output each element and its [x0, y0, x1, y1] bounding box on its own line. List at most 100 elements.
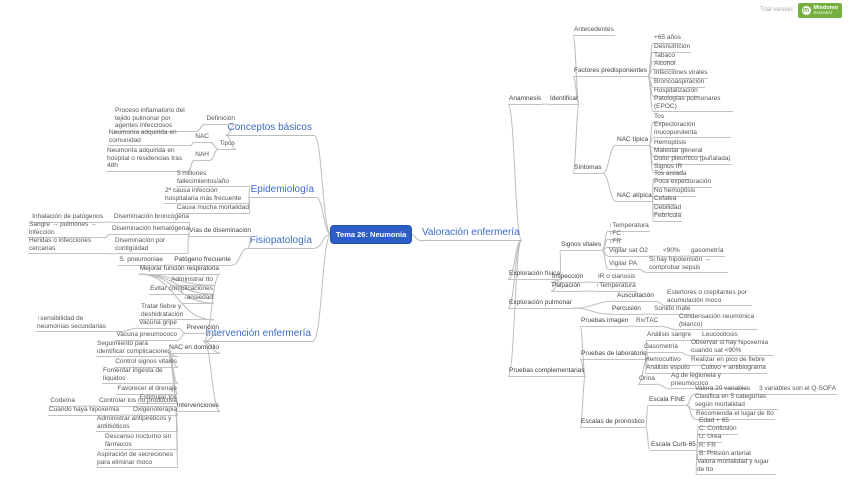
topic-sensibilidad[interactable]: ↑sensibilidad de neumonías secundarias: [36, 315, 118, 333]
topic-fp-1[interactable]: +65 años: [653, 34, 682, 44]
topic-na-5[interactable]: Debilidad: [653, 204, 683, 214]
topic-pruebas[interactable]: Pruebas complementarias: [508, 367, 586, 377]
topic-vacuna-gripe[interactable]: Vacuna gripe: [138, 319, 178, 329]
topic-sv-4b[interactable]: gasometría: [690, 247, 725, 257]
topic-na-1[interactable]: Tos aislada: [653, 170, 688, 180]
topic-dom-3[interactable]: Fomentar ingesta de líquidos: [102, 367, 178, 385]
topic-heridas[interactable]: Heridas o infecciones cercanas: [28, 237, 108, 255]
topic-epi-3[interactable]: Causa mucha mortalidad: [175, 204, 250, 214]
topic-escalas[interactable]: Escalas de pronóstico: [580, 418, 646, 428]
topic-inhalacion[interactable]: Inhalación de patógenos: [31, 213, 104, 223]
topic-fp-3[interactable]: Tabaco: [653, 52, 676, 62]
topic-hipoxemia[interactable]: Cuando haya hipoxemia: [47, 406, 120, 416]
topic-pr-lab[interactable]: Pruebas de laboratorio: [580, 350, 648, 360]
topic-expl-pulmonar[interactable]: Exploración pulmonar: [508, 299, 573, 309]
topic-dis-contig[interactable]: Diseminación por contigüidad: [114, 237, 188, 255]
topic-sv-4[interactable]: Vigilar sat O2: [608, 247, 649, 257]
topic-auscultacion[interactable]: Auscultación: [616, 292, 655, 302]
topic-inspeccion[interactable]: Inspección: [551, 273, 585, 283]
topic-int-3[interactable]: Administrar antipiréticos y antibióticos: [96, 415, 178, 433]
central-topic[interactable]: Tema 26: Neumonía: [331, 226, 412, 243]
topic-epi-2[interactable]: 2ª causa infección hospitalaria más frec…: [164, 187, 250, 205]
topic-fisiopatologia[interactable]: Fisiopatología: [247, 235, 314, 249]
topic-palp-1[interactable]: ↑Temperatura: [595, 282, 637, 292]
topic-sv-5[interactable]: Vigilar PA: [608, 260, 638, 270]
topic-int-2[interactable]: Oxigenoterapia: [131, 406, 178, 416]
topic-nt-6[interactable]: Signos IR: [653, 163, 684, 173]
topic-fp-8[interactable]: Patologías pulmonares (EPOC): [653, 95, 733, 113]
topic-curb-5[interactable]: B: Presión arterial: [698, 450, 752, 460]
topic-fp-4[interactable]: Alcohol: [653, 60, 677, 70]
topic-nac-desc[interactable]: Neumonía adquirida en comunidad: [108, 129, 190, 147]
topic-na-6[interactable]: Febrícula: [653, 212, 683, 222]
mindomo-badge[interactable]: m Mindomo Essential: [797, 3, 842, 18]
topic-dom-1[interactable]: Seguimiento para identificar complicacio…: [96, 340, 178, 358]
topic-ausc-1[interactable]: Estertores o crepitantes por acumulación…: [666, 289, 752, 307]
topic-fp-7[interactable]: Hospitalización: [653, 87, 699, 97]
topic-mejorar-2[interactable]: Evitar complicaciones: [149, 285, 214, 295]
topic-sv-5a[interactable]: Si hay hipotensión → comprobar sepsis: [648, 256, 728, 274]
topic-epidemiologia[interactable]: Epidemiología: [248, 184, 316, 198]
topic-sv-4a[interactable]: <90%: [662, 247, 681, 257]
topic-dom-2[interactable]: Control signos vitales: [114, 358, 178, 368]
topic-fine-1[interactable]: Valora 20 variables: [694, 385, 752, 395]
topic-dom-5[interactable]: Estimular tos: [138, 394, 178, 404]
topic-signos-vitales[interactable]: Signos vitales: [560, 241, 603, 251]
topic-vacuna-neumo[interactable]: Vacuna pneumococo: [115, 331, 178, 341]
topic-nac-atipica[interactable]: NAC atípica: [616, 192, 653, 202]
topic-intervenciones[interactable]: Intervenciones: [175, 402, 220, 412]
topic-lab-1a[interactable]: Leucocitosis: [701, 331, 739, 341]
topic-curb-4[interactable]: R: FR: [698, 442, 717, 452]
topic-condensacion[interactable]: Condensación neumónica (blanco): [678, 313, 758, 331]
topic-lab-3[interactable]: Hemocultivo: [644, 356, 682, 366]
topic-dom-4[interactable]: Favorecer el drenaje: [116, 385, 178, 395]
topic-factores[interactable]: Factores predisponientes: [573, 67, 648, 77]
topic-prevencion[interactable]: Prevención: [185, 324, 220, 334]
topic-curb-1[interactable]: Edad + 65: [698, 417, 730, 427]
topic-conceptos[interactable]: Conceptos básicos: [225, 122, 314, 136]
topic-lab-4[interactable]: Análisis esputo: [645, 364, 691, 374]
topic-na-2[interactable]: Poca expectoración: [653, 178, 713, 188]
topic-nt-5[interactable]: Dolor pleurítico (puñalada): [653, 155, 732, 165]
topic-intervencion[interactable]: Intervención enfermería: [203, 328, 313, 342]
topic-rxtac[interactable]: Rx/TAC: [635, 317, 660, 327]
topic-anamnesis[interactable]: Anamnesis: [508, 95, 543, 105]
topic-definicion-desc[interactable]: Proceso inflamatorio del tejido pulmonar…: [114, 107, 196, 132]
topic-nah[interactable]: NAH: [194, 151, 210, 161]
topic-definicion[interactable]: Definición: [205, 115, 236, 125]
topic-na-4[interactable]: Cefalea: [653, 195, 678, 205]
topic-mejorar-1[interactable]: Administrar tto: [170, 276, 214, 286]
topic-sv-1[interactable]: ↑Temperatura: [608, 222, 650, 232]
topic-codeina[interactable]: Codeína: [49, 397, 76, 407]
topic-epi-1[interactable]: 5 millones fallecimientos/año: [176, 170, 250, 188]
topic-perc-1[interactable]: Sonido mate: [653, 305, 692, 315]
topic-fine[interactable]: Escala FINE: [648, 396, 687, 406]
topic-vias[interactable]: Vías de diseminación: [188, 227, 252, 237]
topic-s-pneumoniae[interactable]: S. pneumoniae: [118, 256, 164, 266]
topic-percusion[interactable]: Percusión: [611, 305, 642, 315]
topic-curb-6[interactable]: Valora mortalidad y lugar de tto: [696, 458, 776, 476]
topic-lab-5a[interactable]: Ag de legionela y pneumococo: [670, 372, 748, 390]
topic-nt-1[interactable]: Tos: [653, 113, 666, 123]
topic-dis-hemato[interactable]: Diseminación hematógena: [111, 225, 190, 235]
topic-mejorar-3[interactable]: ↓ansiedad: [182, 294, 214, 304]
topic-curb[interactable]: Escala Curb-65: [650, 441, 697, 451]
topic-lab-2[interactable]: Gasometría: [643, 343, 679, 353]
topic-nah-desc[interactable]: Neumonía adquirida en hospital o residen…: [106, 147, 188, 172]
topic-nac[interactable]: NAC: [194, 133, 210, 143]
topic-pr-imagen[interactable]: Pruebas imagen: [580, 317, 630, 327]
topic-nt-4[interactable]: Malestar general: [653, 147, 704, 157]
topic-identificar[interactable]: Identificar: [549, 95, 580, 105]
topic-mejorar-4[interactable]: Tratar fiebre y deshidratación: [140, 303, 214, 321]
topic-fine-3[interactable]: Recomienda el lugar de tto: [695, 410, 775, 420]
topic-patogeno[interactable]: Patógeno frecuente: [173, 256, 232, 266]
topic-lab-5[interactable]: Orina: [638, 375, 656, 385]
topic-expl-fisica[interactable]: Exploración física: [508, 270, 561, 280]
topic-fp-5[interactable]: Infecciones virales: [653, 69, 709, 79]
topic-palpacion[interactable]: Palpación: [551, 282, 582, 292]
topic-fp-2[interactable]: Desnutrición: [653, 43, 692, 53]
topic-int-5[interactable]: Aspiración de secreciones para eliminar …: [96, 451, 178, 469]
topic-insp-1[interactable]: IR o cianosis: [597, 273, 637, 283]
topic-mejorar[interactable]: Mejorar función respiratoria: [138, 265, 220, 275]
